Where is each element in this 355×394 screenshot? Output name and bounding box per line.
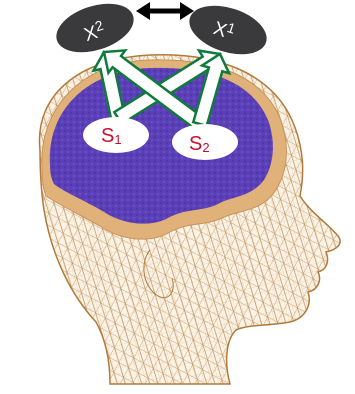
dependency-double-arrow	[136, 2, 194, 20]
sensor-node-s1: S1	[83, 117, 149, 153]
sensor-node-s2: S2	[172, 124, 238, 160]
source-node-x1: X1	[183, 0, 273, 63]
source-node-x2: X2	[50, 0, 140, 61]
